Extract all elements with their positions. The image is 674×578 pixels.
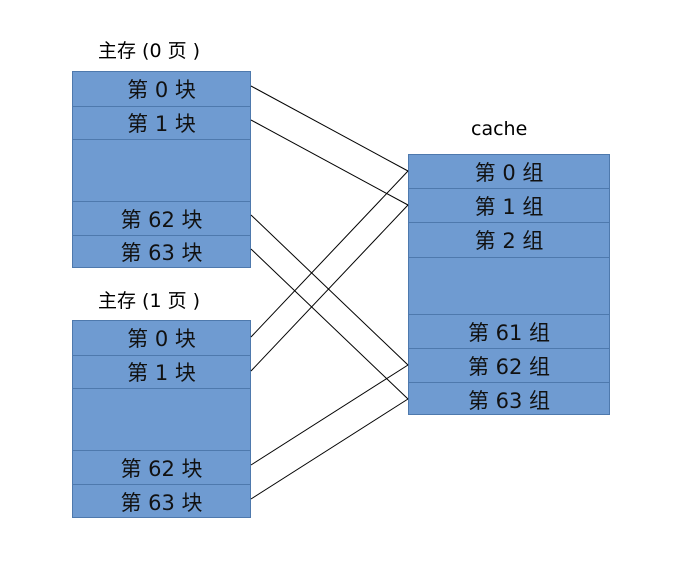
cache-set-2: 第 2 组 <box>409 223 609 258</box>
page1-block-63: 第 63 块 <box>120 490 203 515</box>
cache-column: 第 0 组 第 1 组 第 2 组 第 61 组 第 62 组 第 63 组 <box>408 154 610 415</box>
cache-set-61: 第 61 组 <box>409 315 609 349</box>
page0-column: 第 0 块 第 1 块 第 62 块 第 63 块 <box>72 71 251 268</box>
page1-column: 第 0 块 第 1 块 第 62 块 第 63 块 <box>72 320 251 518</box>
cache-title: cache <box>471 118 528 140</box>
page1-block-1: 第 1 块 <box>73 356 250 389</box>
line-p0-b62-to-s62 <box>250 214 409 366</box>
page1-ellipsis-gap <box>73 389 250 451</box>
line-p0-b1-to-s1 <box>250 119 409 206</box>
line-p1-b62-to-s62 <box>250 364 409 466</box>
page0-block-62: 第 62 块 <box>73 202 250 236</box>
page0-block-63: 第 63 块 <box>120 241 203 265</box>
page1-title: 主存 (1 页 ) <box>98 290 201 312</box>
line-p1-b0-to-s0 <box>250 170 409 338</box>
page1-block-0: 第 0 块 <box>73 321 250 356</box>
cache-ellipsis-gap <box>409 258 609 315</box>
cache-set-63: 第 63 组 <box>467 388 551 413</box>
page0-ellipsis-gap <box>73 140 250 202</box>
page1-block-62: 第 62 块 <box>73 451 250 485</box>
page0-block-1: 第 1 块 <box>73 107 250 140</box>
line-p0-b63-to-s63 <box>250 248 409 400</box>
page0-title: 主存 (0 页 ) <box>98 40 201 62</box>
cache-set-0: 第 0 组 <box>409 155 609 189</box>
cache-set-1: 第 1 组 <box>409 189 609 223</box>
line-p1-b1-to-s1 <box>250 204 409 372</box>
page0-block-0: 第 0 块 <box>73 72 250 107</box>
line-p0-b0-to-s0 <box>250 85 409 172</box>
line-p1-b63-to-s63 <box>250 398 409 500</box>
cache-set-62: 第 62 组 <box>409 349 609 383</box>
